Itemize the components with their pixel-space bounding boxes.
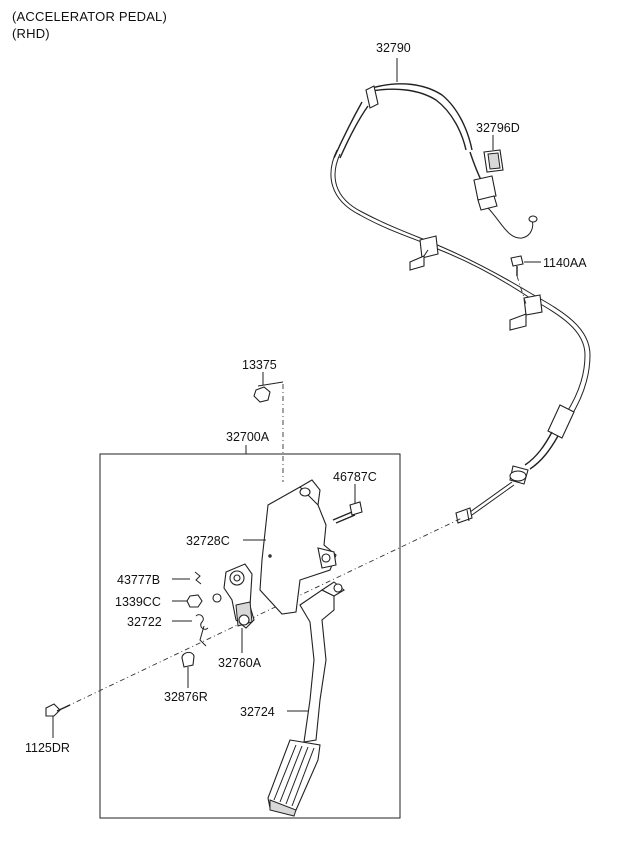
pedal-stopper	[181, 651, 195, 688]
mounting-axis	[54, 517, 463, 713]
label-1125DR: 1125DR	[25, 741, 70, 755]
label-13375: 13375	[242, 358, 277, 372]
assembly-frame	[99, 445, 401, 819]
nut-13375	[253, 372, 284, 482]
label-32796D: 32796D	[476, 121, 520, 135]
label-32876R: 32876R	[164, 690, 208, 704]
label-32728C: 32728C	[186, 534, 230, 548]
label-32790: 32790	[376, 41, 411, 55]
label-32760A: 32760A	[218, 656, 262, 670]
pedal-lever	[223, 563, 255, 653]
pedal-bracket	[243, 479, 337, 615]
diagram-subtitle: (RHD)	[12, 26, 50, 41]
label-1140AA: 1140AA	[543, 256, 587, 270]
label-43777B: 43777B	[117, 573, 160, 587]
label-1339CC: 1339CC	[115, 595, 161, 609]
label-32724: 32724	[240, 705, 275, 719]
accelerator-cable	[330, 58, 591, 524]
cable-clip	[469, 135, 538, 239]
stud-bolt	[332, 484, 363, 524]
small-nut	[172, 593, 222, 608]
return-spring	[172, 614, 209, 647]
cable-bolt	[510, 255, 541, 305]
mount-bolt	[45, 703, 71, 738]
label-46787C: 46787C	[333, 470, 377, 484]
label-32700A: 32700A	[226, 430, 270, 444]
diagram-title: (ACCELERATOR PEDAL)	[12, 9, 168, 24]
pedal-arm	[287, 581, 345, 743]
label-32722: 32722	[127, 615, 162, 629]
pedal-pad	[267, 739, 321, 817]
spring-pin	[172, 571, 202, 585]
